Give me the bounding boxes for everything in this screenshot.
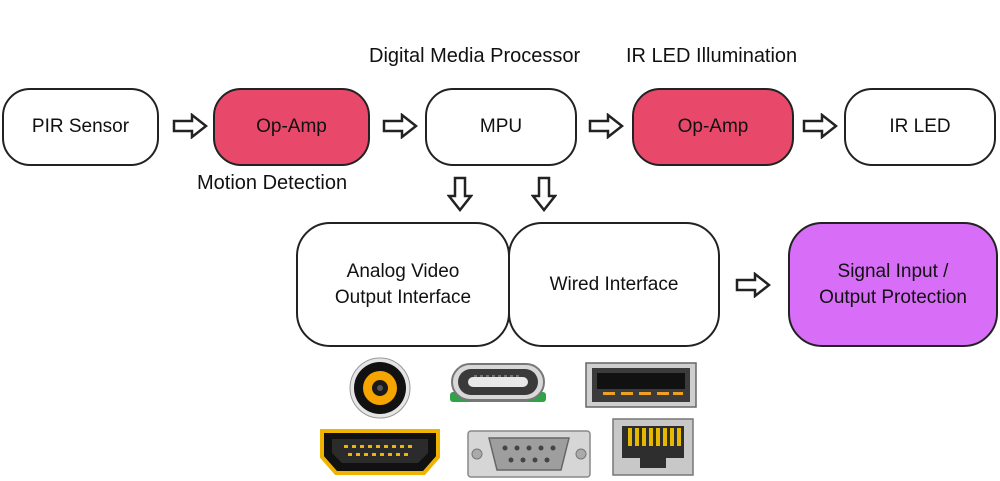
node-mpu: MPU <box>425 88 577 166</box>
node-ir-led-label: IR LED <box>889 116 951 138</box>
caption-digital-media-processor: Digital Media Processor <box>369 45 581 67</box>
usb-a-connector-icon <box>585 362 697 408</box>
arrow-mpu-to-analog-icon <box>447 176 473 212</box>
node-ir-led: IR LED <box>844 88 996 166</box>
arrow-opamp-to-irled-icon <box>802 113 838 139</box>
node-op-amp-motion-label: Op-Amp <box>256 116 327 138</box>
node-pir-sensor-label: PIR Sensor <box>31 116 130 138</box>
node-analog-video-label: Analog Video Output Interface <box>334 260 472 308</box>
hdmi-connector-icon <box>320 429 440 475</box>
caption-ir-led-illumination: IR LED Illumination <box>626 45 798 67</box>
arrow-mpu-to-opamp-icon <box>588 113 624 139</box>
rca-connector-icon <box>349 357 411 419</box>
node-analog-video-output: Analog Video Output Interface <box>296 222 510 347</box>
arrow-opamp-to-mpu-icon <box>382 113 418 139</box>
arrow-wired-to-protection-icon <box>735 272 771 298</box>
node-pir-sensor: PIR Sensor <box>2 88 159 166</box>
usb-c-connector-icon <box>450 363 546 402</box>
node-signal-protection: Signal Input / Output Protection <box>788 222 998 347</box>
node-wired-interface: Wired Interface <box>508 222 720 347</box>
node-signal-protection-label: Signal Input / Output Protection <box>819 260 967 308</box>
arrow-mpu-to-wired-icon <box>531 176 557 212</box>
node-wired-interface-label: Wired Interface <box>549 273 679 295</box>
rj45-ethernet-connector-icon <box>612 418 694 476</box>
db9-serial-connector-icon <box>467 430 591 478</box>
node-op-amp-ir-label: Op-Amp <box>677 116 749 138</box>
arrow-pir-to-opamp-icon <box>172 113 208 139</box>
node-op-amp-ir: Op-Amp <box>632 88 794 166</box>
node-op-amp-motion: Op-Amp <box>213 88 370 166</box>
caption-motion-detection: Motion Detection <box>197 172 348 194</box>
node-mpu-label: MPU <box>479 116 523 138</box>
